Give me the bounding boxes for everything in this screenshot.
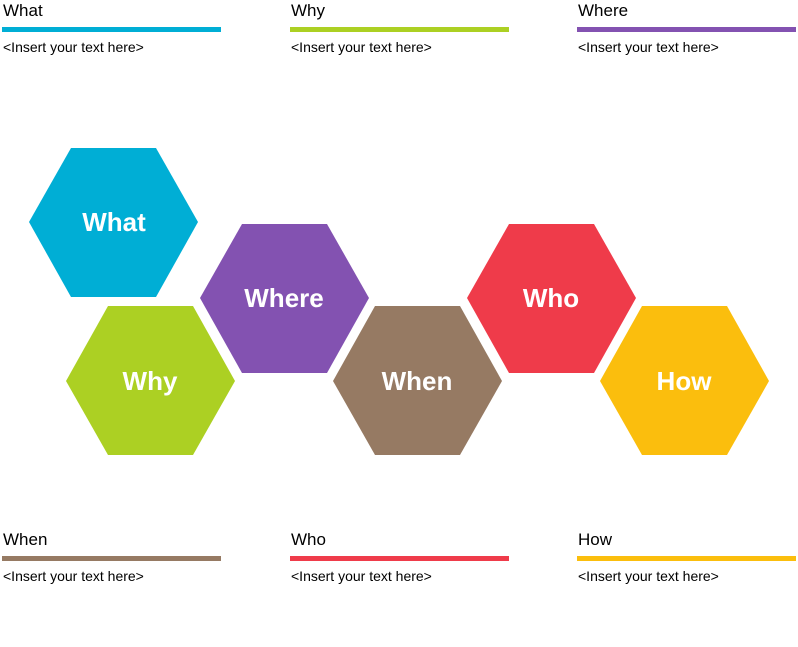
hexagon-when[interactable]: When (333, 306, 502, 455)
placeholder-text[interactable]: <Insert your text here> (291, 568, 432, 584)
hexagon-label: What (82, 207, 146, 237)
block-title: Who (291, 530, 326, 549)
placeholder-text[interactable]: <Insert your text here> (3, 568, 144, 584)
placeholder-text[interactable]: <Insert your text here> (578, 39, 719, 55)
hexagon-where[interactable]: Where (200, 224, 369, 373)
hexagon-label: When (382, 366, 453, 396)
placeholder-text[interactable]: <Insert your text here> (291, 39, 432, 55)
hexagon-shape (66, 306, 235, 455)
hexagon-label: Why (123, 366, 178, 396)
hexagon-shape (467, 224, 636, 373)
placeholder-text[interactable]: <Insert your text here> (3, 39, 144, 55)
block-title: Where (578, 1, 629, 20)
hexagon-label: Who (523, 283, 579, 313)
placeholder-text[interactable]: <Insert your text here> (578, 568, 719, 584)
accent-bar (290, 556, 509, 561)
hexagon-label: Where (244, 283, 323, 313)
hexagon-what[interactable]: What (29, 148, 198, 297)
block-title: What (3, 1, 43, 20)
hexagon-shape (200, 224, 369, 373)
hexagon-shape (29, 148, 198, 297)
hexagon-how[interactable]: How (600, 306, 769, 455)
accent-bar (577, 556, 796, 561)
hexagon-why[interactable]: Why (66, 306, 235, 455)
hexagon-who[interactable]: Who (467, 224, 636, 373)
accent-bar (2, 556, 221, 561)
block-title: How (578, 530, 613, 549)
accent-bar (290, 27, 509, 32)
block-title: Why (291, 1, 325, 20)
accent-bar (577, 27, 796, 32)
block-title: When (3, 530, 48, 549)
hexagon-shape (600, 306, 769, 455)
hexagon-label: How (657, 366, 713, 396)
hexagon-shape (333, 306, 502, 455)
accent-bar (2, 27, 221, 32)
